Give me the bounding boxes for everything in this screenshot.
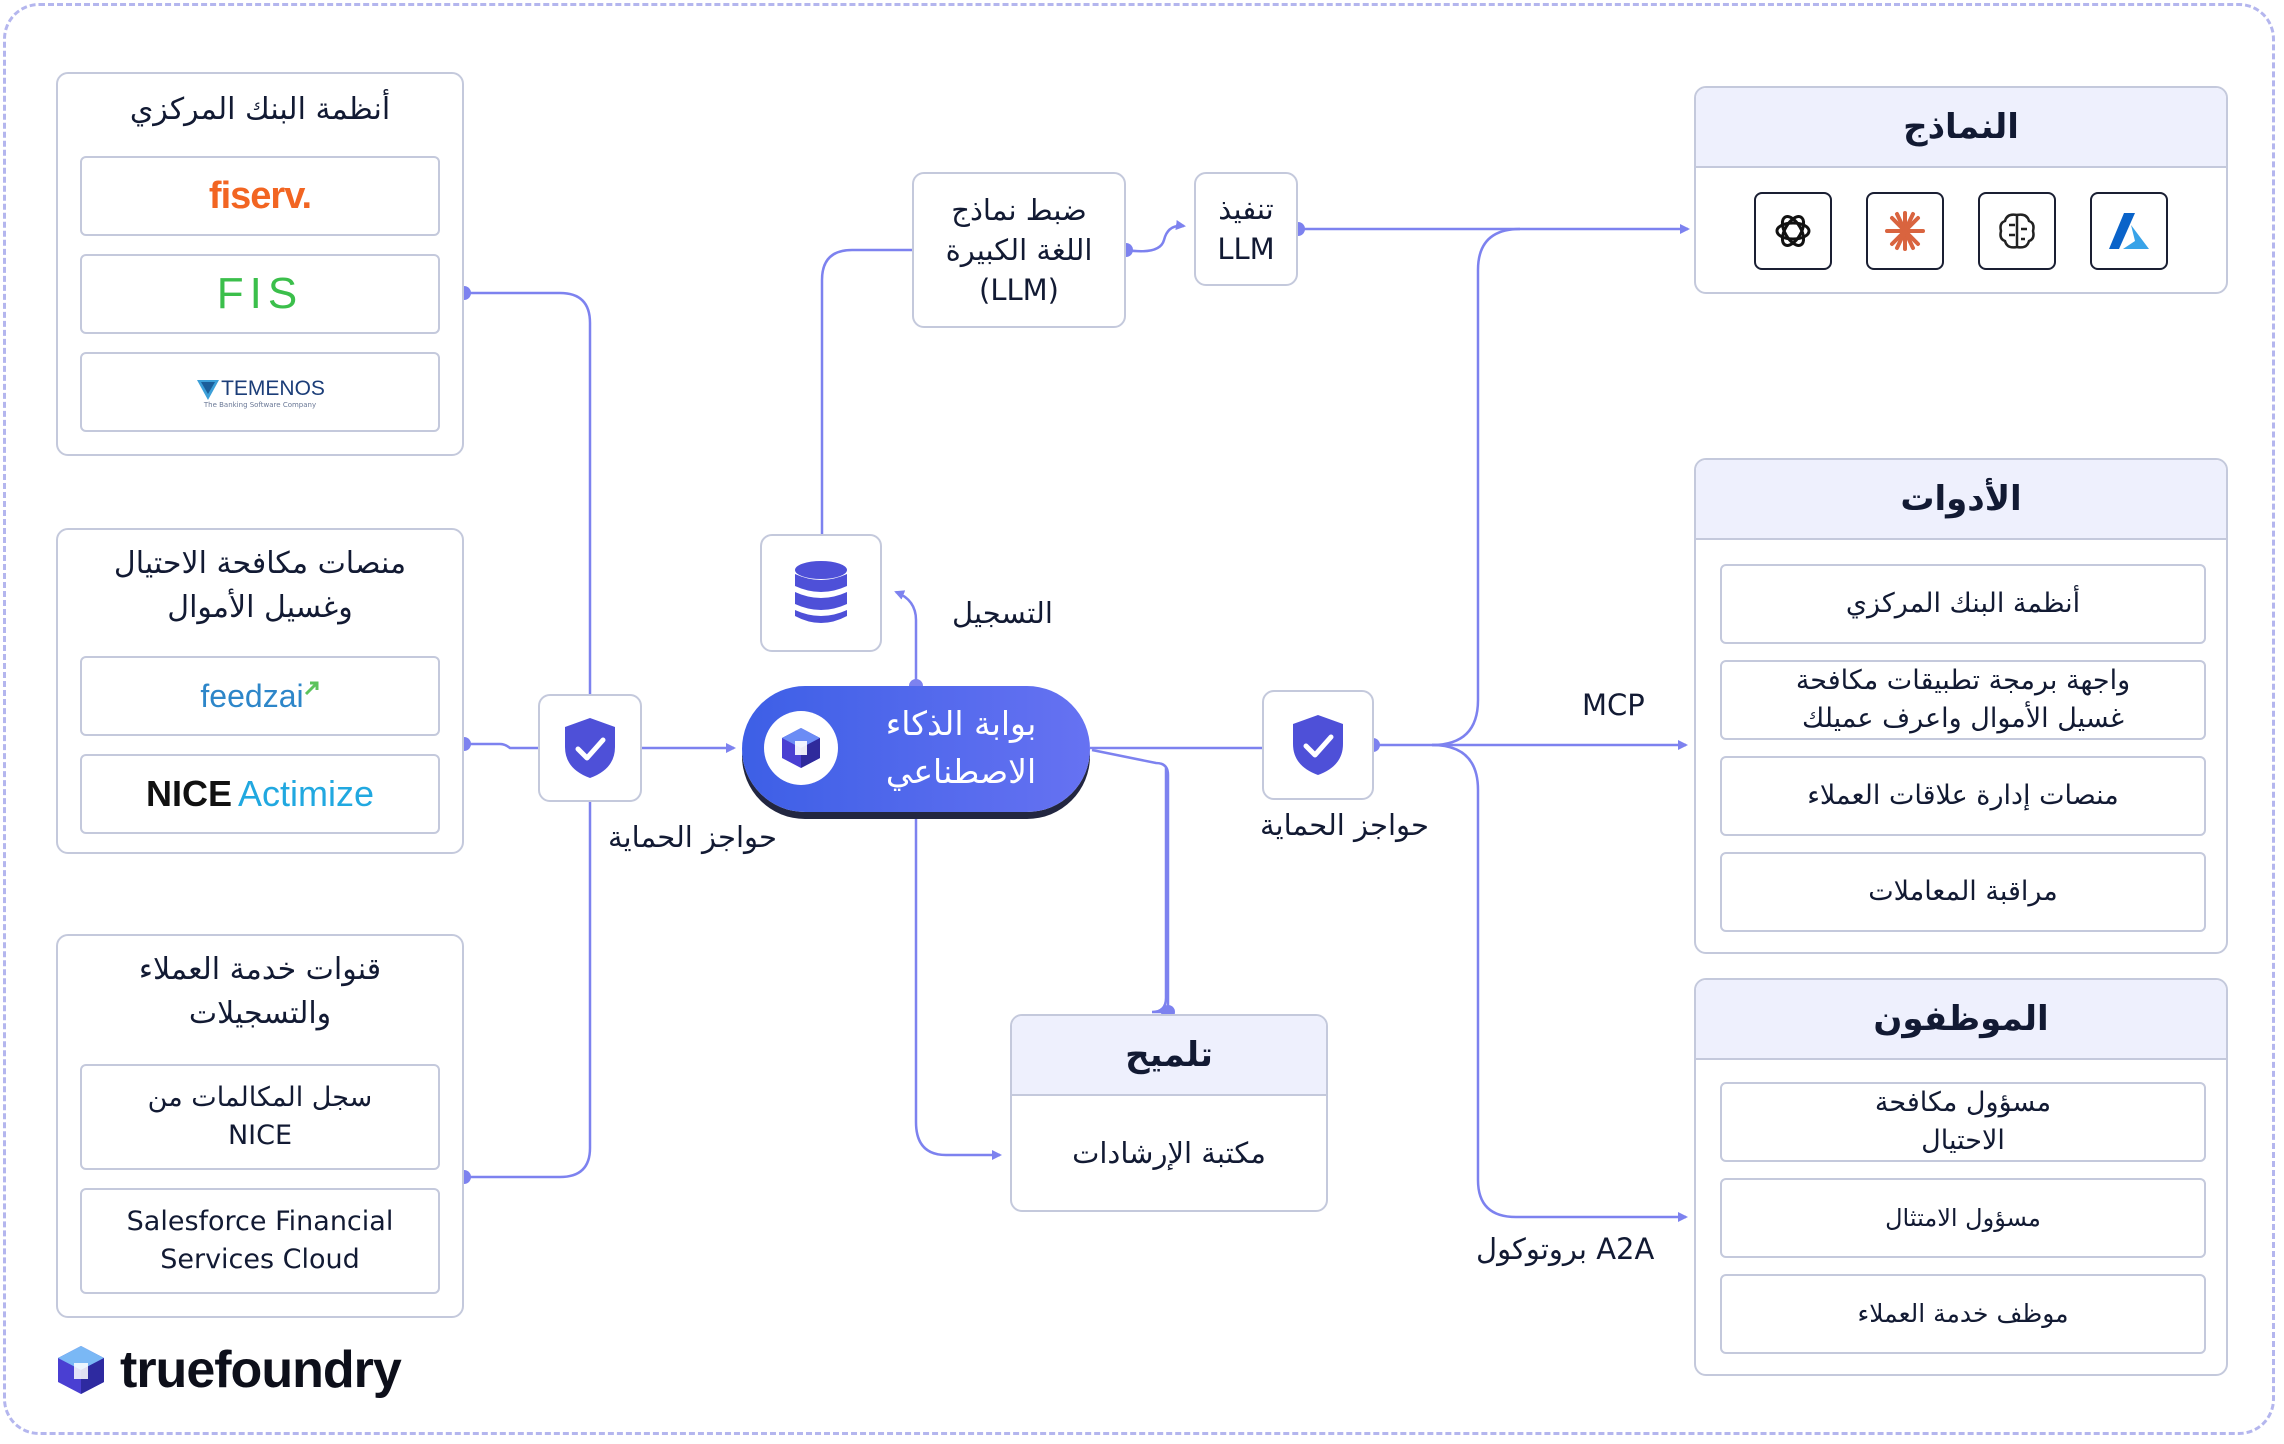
employees-item: موظف خدمة العملاء xyxy=(1720,1274,2206,1354)
nice-wordmark: NICE xyxy=(145,773,232,814)
employees-item: مسؤول الامتثال xyxy=(1720,1178,2206,1258)
prompt-panel: تلميح مكتبة الإرشادات xyxy=(1010,1014,1328,1212)
ai-gateway-label: بوابة الذكاء الاصطناعي xyxy=(885,704,1037,791)
finetune-llm-box: ضبط نماذج اللغة الكبيرة (LLM) xyxy=(912,172,1126,328)
ai-gateway[interactable]: بوابة الذكاء الاصطناعي xyxy=(742,686,1090,812)
employees-item: مسؤول مكافحة الاحتيال xyxy=(1720,1082,2206,1162)
a2a-label: بروتوكول A2A xyxy=(1476,1232,1655,1266)
shield-check-icon xyxy=(565,718,615,778)
prompt-title: تلميح xyxy=(1012,1016,1326,1096)
employees-item-label: مسؤول مكافحة الاحتيال xyxy=(1874,1087,2052,1156)
salesforce-fsc-label: Salesforce Financial Services Cloud xyxy=(126,1206,394,1275)
tools-item: منصات إدارة علاقات العملاء xyxy=(1720,756,2206,836)
guardrail-right-label: حواجز الحماية xyxy=(1260,808,1429,842)
feedzai-logo: feedzai xyxy=(80,656,440,736)
nice-call-recordings-label: سجل المكالمات من NICE xyxy=(147,1082,373,1151)
fiserv-wordmark: fiserv. xyxy=(208,174,312,217)
temenos-logo: TEMENOS The Banking Software Company xyxy=(80,352,440,432)
fis-logo: FIS xyxy=(80,254,440,334)
nice-call-recordings-item: سجل المكالمات من NICE xyxy=(80,1064,440,1170)
employees-item-label: مسؤول الامتثال xyxy=(1885,1204,2041,1232)
employees-title: الموظفون xyxy=(1696,980,2226,1060)
llm-execution-box: تنفيذ LLM xyxy=(1194,172,1298,286)
guardrail-left-label: حواجز الحماية xyxy=(608,820,777,854)
shield-check-icon xyxy=(1293,715,1343,775)
temenos-gem-icon xyxy=(197,379,220,400)
tools-item: أنظمة البنك المركزي xyxy=(1720,564,2206,644)
diagram-frame xyxy=(3,3,2275,1435)
tools-item-label: منصات إدارة علاقات العملاء xyxy=(1807,780,2119,811)
models-panel: النماذج xyxy=(1694,86,2228,294)
tools-item: مراقبة المعاملات xyxy=(1720,852,2206,932)
truefoundry-brand: truefoundry xyxy=(54,1340,402,1400)
logging-database xyxy=(760,534,882,652)
tools-title: الأدوات xyxy=(1696,460,2226,540)
guardrail-left xyxy=(538,694,642,802)
nice-actimize-logo: NICE Actimize xyxy=(80,754,440,834)
tools-panel: الأدوات أنظمة البنك المركزي واجهة برمجة … xyxy=(1694,458,2228,954)
employees-panel: الموظفون مسؤول مكافحة الاحتيال مسؤول الا… xyxy=(1694,978,2228,1376)
customer-channels-title: قنوات خدمة العملاء والتسجيلات xyxy=(138,952,382,1031)
tools-item-label: واجهة برمجة تطبيقات مكافحة غسيل الأموال … xyxy=(1795,665,2131,734)
tools-item-label: مراقبة المعاملات xyxy=(1868,876,2058,907)
database-icon xyxy=(795,561,847,623)
gateway-cube-icon xyxy=(764,711,838,785)
aml-platforms-title: منصات مكافحة الاحتيال وغسيل الأموال xyxy=(113,546,407,625)
truefoundry-wordmark: truefoundry xyxy=(120,1341,402,1399)
llm-execution-label: تنفيذ LLM xyxy=(1217,192,1275,266)
temenos-tagline: The Banking Software Company xyxy=(203,400,317,409)
tools-item: واجهة برمجة تطبيقات مكافحة غسيل الأموال … xyxy=(1720,660,2206,740)
guardrail-right xyxy=(1262,690,1374,800)
mcp-label: MCP xyxy=(1582,688,1645,722)
core-banking-title: أنظمة البنك المركزي xyxy=(129,92,391,127)
actimize-wordmark: Actimize xyxy=(237,773,375,814)
openai-icon xyxy=(1754,192,1832,270)
customer-channels-panel: قنوات خدمة العملاء والتسجيلات سجل المكال… xyxy=(56,934,464,1318)
finetune-llm-label: ضبط نماذج اللغة الكبيرة (LLM) xyxy=(945,193,1093,307)
anthropic-icon xyxy=(1866,192,1944,270)
tools-item-label: أنظمة البنك المركزي xyxy=(1845,588,2081,619)
core-banking-panel: أنظمة البنك المركزي fiserv. FIS TEMENOS … xyxy=(56,72,464,456)
fiserv-logo: fiserv. xyxy=(80,156,440,236)
brain-icon xyxy=(1978,192,2056,270)
guidance-library-label: مكتبة الإرشادات xyxy=(1072,1136,1266,1170)
employees-item-label: موظف خدمة العملاء xyxy=(1857,1299,2069,1328)
temenos-wordmark: TEMENOS xyxy=(221,376,325,400)
feedzai-arrow-icon xyxy=(304,681,319,696)
models-title: النماذج xyxy=(1696,88,2226,168)
logging-label: التسجيل xyxy=(952,596,1053,630)
truefoundry-logo-icon xyxy=(58,1346,104,1394)
fis-wordmark: FIS xyxy=(216,269,304,318)
salesforce-fsc-item: Salesforce Financial Services Cloud xyxy=(80,1188,440,1294)
feedzai-wordmark: feedzai xyxy=(200,677,304,714)
aml-platforms-panel: منصات مكافحة الاحتيال وغسيل الأموال feed… xyxy=(56,528,464,854)
azure-icon xyxy=(2090,192,2168,270)
